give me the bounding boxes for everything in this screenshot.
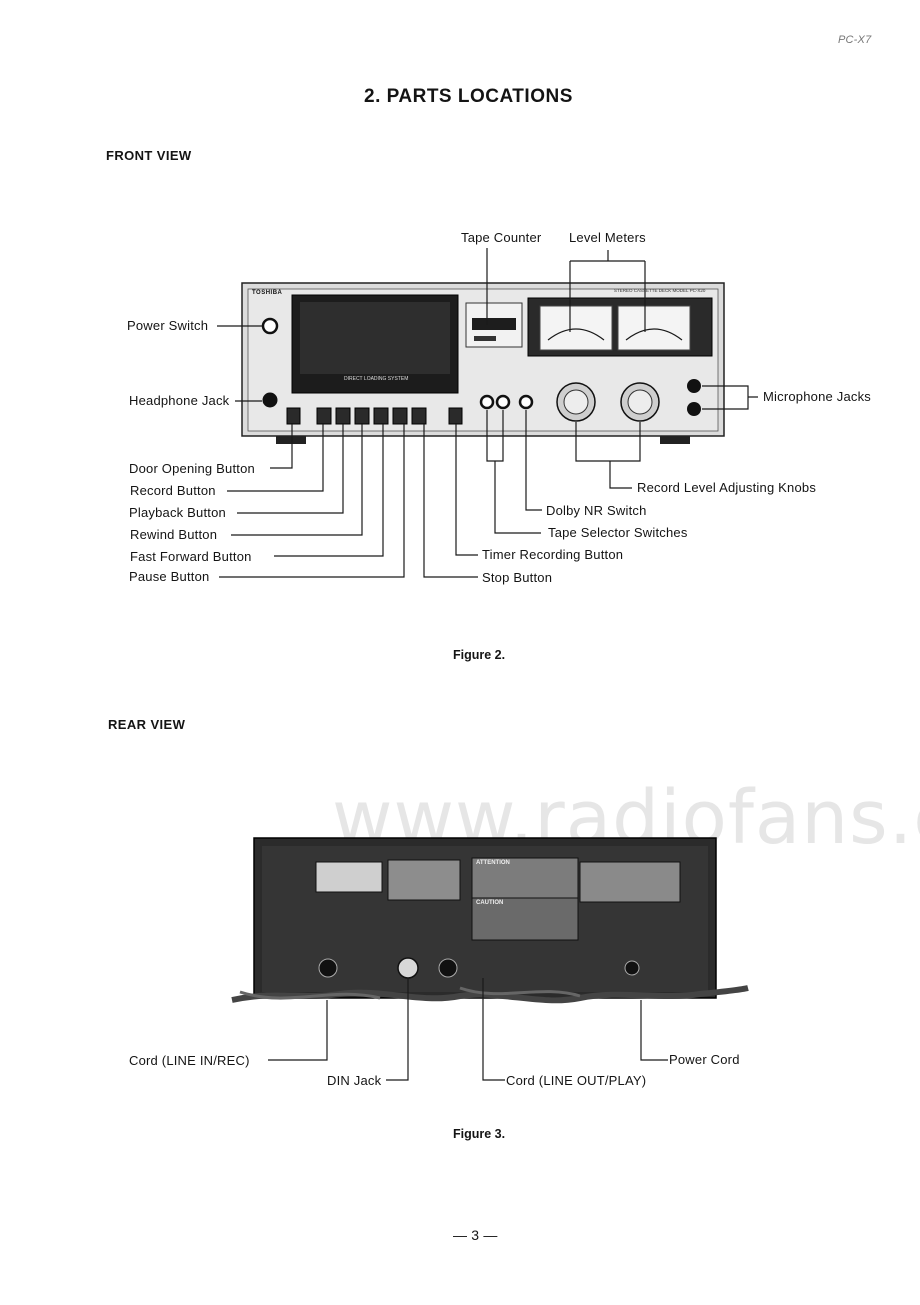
label-microphone-jacks: Microphone Jacks	[763, 389, 871, 404]
rear-label-plate-1	[315, 861, 383, 893]
label-record-button: Record Button	[130, 483, 216, 498]
label-record-level-knobs: Record Level Adjusting Knobs	[637, 480, 817, 495]
door-text: DIRECT LOADING SYSTEM	[344, 376, 409, 382]
label-dolby-switch: Dolby NR Switch	[546, 503, 647, 518]
right-foot	[660, 436, 690, 444]
caution-plate	[471, 897, 579, 941]
headphone-jack	[262, 392, 278, 408]
power-cord-entry	[624, 960, 640, 976]
left-foot	[276, 436, 306, 444]
mic-jack-right	[687, 402, 701, 416]
attention-text: ATTENTION	[476, 860, 510, 866]
line-in-jack	[318, 958, 338, 978]
tape-counter-display	[472, 318, 516, 330]
rear-view-heading: REAR VIEW	[108, 717, 186, 732]
power-switch	[261, 317, 279, 335]
label-stop-button: Stop Button	[482, 570, 553, 585]
tape-selector-1	[479, 394, 495, 410]
label-power-cord: Power Cord	[669, 1052, 740, 1067]
label-power-switch: Power Switch	[127, 318, 209, 333]
attention-plate	[471, 857, 579, 899]
figure-2-caption: Figure 2.	[453, 648, 506, 662]
mic-jack-left	[687, 379, 701, 393]
label-level-meters: Level Meters	[569, 230, 646, 245]
label-pause-button: Pause Button	[129, 569, 210, 584]
din-jack	[397, 957, 419, 979]
label-din-jack: DIN Jack	[327, 1073, 382, 1088]
rear-label-plate-2	[387, 859, 461, 901]
label-headphone-jack: Headphone Jack	[129, 393, 230, 408]
label-cord-line-in: Cord (LINE IN/REC)	[129, 1053, 250, 1068]
figure-3-caption: Figure 3.	[453, 1127, 506, 1141]
line-out-jack	[438, 958, 458, 978]
label-timer-button: Timer Recording Button	[482, 547, 624, 562]
front-view-heading: FRONT VIEW	[106, 148, 192, 163]
label-rewind-button: Rewind Button	[130, 527, 218, 542]
label-fast-forward-button: Fast Forward Button	[130, 549, 252, 564]
page-title: 2. PARTS LOCATIONS	[364, 86, 573, 107]
left-level-meter	[539, 305, 613, 351]
label-playback-button: Playback Button	[129, 505, 226, 520]
model-text: STEREO CASSETTE DECK MODEL PC-X20	[614, 288, 706, 293]
voltage-plate	[579, 861, 681, 903]
corner-mark: PC-X7	[838, 34, 872, 46]
brand-logo: TOSHIBA	[252, 290, 283, 296]
dolby-switch	[518, 394, 534, 410]
label-cord-line-out: Cord (LINE OUT/PLAY)	[506, 1073, 647, 1088]
right-level-meter	[617, 305, 691, 351]
label-tape-selector: Tape Selector Switches	[548, 525, 688, 540]
label-door-opening-button: Door Opening Button	[129, 461, 255, 476]
tape-selector-2	[495, 394, 511, 410]
label-tape-counter: Tape Counter	[461, 230, 542, 245]
transport-buttons	[286, 407, 463, 425]
caution-text: CAUTION	[476, 900, 504, 906]
page-number: — 3 —	[453, 1227, 498, 1243]
